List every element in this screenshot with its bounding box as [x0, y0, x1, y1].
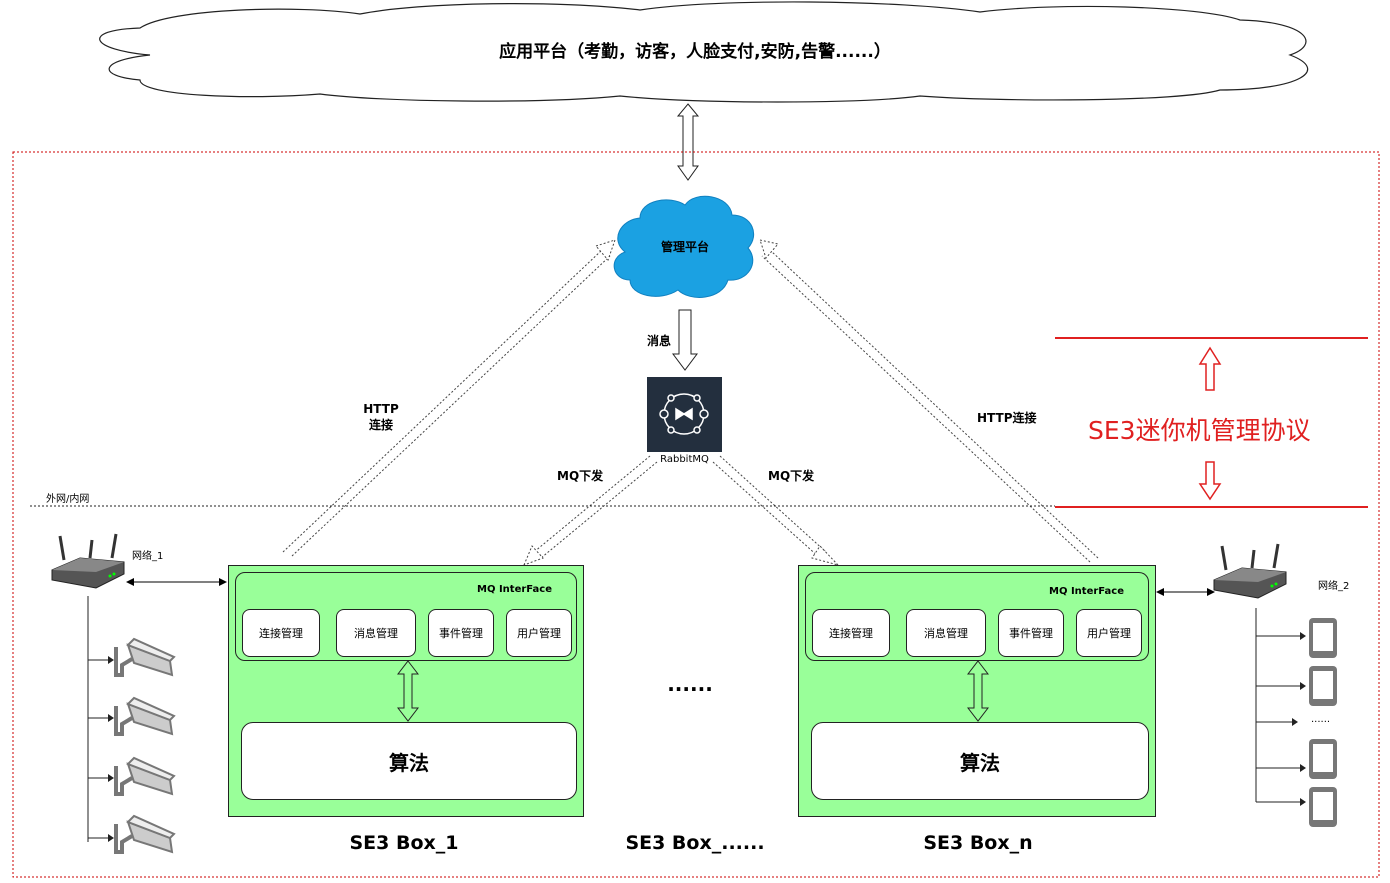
- module-user: 用户管理: [506, 609, 572, 657]
- router-icon: [1212, 542, 1288, 604]
- mq-interface-panel: MQ InterFace 连接管理 消息管理 事件管理 用户管理: [805, 572, 1149, 661]
- module-event: 事件管理: [998, 609, 1064, 657]
- http-left-label: HTTP 连接: [363, 402, 399, 432]
- top-cloud-label: 应用平台（考勤，访客，人脸支付,安防,告警......）: [499, 42, 891, 62]
- se3-box-1: MQ InterFace 连接管理 消息管理 事件管理 用户管理 算法: [228, 565, 584, 817]
- protocol-label: SE3迷你机管理协议: [1088, 416, 1311, 445]
- box1-double-arrow: [397, 660, 419, 722]
- router-icon: [50, 532, 126, 594]
- mq-interface-panel: MQ InterFace 连接管理 消息管理 事件管理 用户管理: [235, 572, 577, 661]
- box-n-title: SE3 Box_n: [923, 832, 1033, 854]
- phone-icon: [1307, 617, 1339, 663]
- box-1-title: SE3 Box_1: [349, 832, 459, 854]
- system-frame: [12, 151, 1380, 878]
- phone-icon: [1307, 665, 1339, 711]
- devices-ellipsis: ......: [1311, 714, 1331, 725]
- algorithm-block: 算法: [241, 722, 577, 800]
- module-connection: 连接管理: [242, 609, 320, 657]
- top-double-arrow: [676, 103, 700, 181]
- module-connection: 连接管理: [812, 609, 890, 657]
- protocol-up-arrow: [1198, 346, 1222, 391]
- message-label: 消息: [647, 334, 672, 348]
- http-arrow-left: [282, 239, 616, 557]
- network-boundary-label: 外网/内网: [46, 494, 90, 505]
- network-1-label: 网络_1: [132, 551, 164, 562]
- algorithm-block: 算法: [811, 722, 1149, 800]
- phone-icon: [1307, 786, 1339, 832]
- mq-down-right-label: MQ下发: [768, 469, 815, 483]
- rabbitmq-label: RabbitMQ: [660, 454, 709, 465]
- boxn-double-arrow: [967, 660, 989, 722]
- module-event: 事件管理: [428, 609, 494, 657]
- mq-arrow-right: [712, 455, 840, 566]
- rabbitmq-icon-glyph: [659, 393, 709, 435]
- camera-icon: [112, 754, 178, 804]
- box-middle-title: SE3 Box_......: [625, 832, 765, 854]
- camera-icon: [112, 694, 178, 744]
- phone-tree: [1255, 608, 1300, 803]
- top-cloud-shape: [99, 1, 1309, 103]
- middle-ellipsis: ......: [667, 672, 713, 696]
- module-user: 用户管理: [1076, 609, 1142, 657]
- camera-icon: [112, 635, 178, 685]
- mgmt-cloud-shape: [613, 195, 754, 298]
- message-arrow: [672, 309, 698, 371]
- http-right-label: HTTP连接: [977, 411, 1037, 425]
- mq-interface-label: MQ InterFace: [477, 584, 552, 595]
- mgmt-cloud-label: 管理平台: [660, 240, 709, 254]
- camera-tree: [87, 596, 108, 842]
- camera-icon: [112, 812, 178, 862]
- phone-arrowheads: [1292, 632, 1306, 806]
- camera-arrowheads: [108, 656, 114, 842]
- mq-arrow-left: [523, 455, 658, 566]
- mq-interface-label: MQ InterFace: [1049, 586, 1124, 597]
- phone-icon: [1307, 738, 1339, 784]
- module-message: 消息管理: [336, 609, 416, 657]
- protocol-down-arrow: [1198, 461, 1222, 501]
- mq-down-left-label: MQ下发: [557, 469, 604, 483]
- se3-box-n: MQ InterFace 连接管理 消息管理 事件管理 用户管理 算法: [798, 565, 1156, 817]
- network-2-label: 网络_2: [1318, 581, 1350, 592]
- module-message: 消息管理: [906, 609, 986, 657]
- http-arrow-right: [759, 239, 1099, 563]
